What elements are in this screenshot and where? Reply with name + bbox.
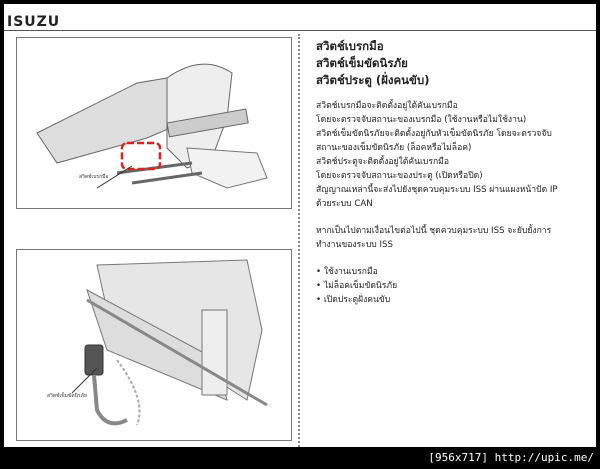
isuzu-logo: ISUZU bbox=[7, 14, 61, 30]
conditions-list: ใช้งานเบรกมือ ไม่ล็อคเข็มขัดนิรภัย เปิดป… bbox=[316, 265, 596, 307]
highlight-box bbox=[120, 141, 162, 171]
list-item: เปิดประตูฝั่งคนขับ bbox=[316, 293, 596, 307]
text-line: สัญญาณเหล่านี้จะส่งไปยังชุดควบคุมระบบ IS… bbox=[316, 185, 558, 195]
section-title: สวิตช์เบรกมือ สวิตช์เข็มขัดนิรภัย สวิตช์… bbox=[316, 38, 596, 89]
text-line: โดยจะตรวจจับสถานะของเบรกมือ (ใช้งานหรือไ… bbox=[316, 115, 527, 125]
description: สวิตช์เบรกมือจะติดตั้งอยู่ใต้คันเบรกมือ … bbox=[316, 99, 596, 307]
dotted-divider bbox=[298, 34, 300, 447]
conditions-intro: หากเป็นไปตามเงื่อนไขต่อไปนี้ ชุดควบคุมระ… bbox=[316, 224, 596, 252]
text-line: สวิตช์เข็มขัดนิรภัยจะติดตั้งอยู่กับหัวเข… bbox=[316, 129, 552, 139]
document-page: ISUZU สวิตช์เบรกมือ สวิตช์เข็มขัดนิรภัย bbox=[4, 4, 596, 447]
watermark: [956x717] http://upic.me/ bbox=[428, 451, 594, 464]
content-column: สวิตช์เบรกมือ สวิตช์เข็มขัดนิรภัย สวิตช์… bbox=[316, 38, 596, 307]
text-line: โดยจะตรวจจับสถานะของประตู (เปิดหรือปิด) bbox=[316, 171, 483, 181]
list-item: ใช้งานเบรกมือ bbox=[316, 265, 596, 279]
text-line: สวิตช์เบรกมือจะติดตั้งอยู่ใต้คันเบรกมือ bbox=[316, 101, 458, 111]
header-rule bbox=[4, 30, 596, 31]
text-line: สวิตช์ประตูจะติดตั้งอยู่ใต้คันเบรกมือ bbox=[316, 157, 449, 167]
parking-brake-figure: สวิตช์เบรกมือ bbox=[16, 37, 292, 209]
text-line: ด้วยระบบ CAN bbox=[316, 199, 373, 209]
title-line: สวิตช์เข็มขัดนิรภัย bbox=[316, 56, 408, 70]
seat-belt-figure: สวิตช์เข็มขัดนิรภัย bbox=[16, 249, 292, 441]
seat-belt-buckle-illustration bbox=[71, 259, 268, 426]
text-line: ทำงานของระบบ ISS bbox=[316, 240, 393, 250]
title-line: สวิตช์ประตู (ฝั่งคนขับ) bbox=[316, 73, 430, 87]
parking-brake-lever-illustration bbox=[36, 63, 268, 189]
text-line: สถานะของเข็มขัดนิรภัย (ล็อคหรือไม่ล็อค) bbox=[316, 143, 472, 153]
title-line: สวิตช์เบรกมือ bbox=[316, 39, 384, 53]
list-item: ไม่ล็อคเข็มขัดนิรภัย bbox=[316, 279, 596, 293]
figure-caption: สวิตช์เข็มขัดนิรภัย bbox=[47, 393, 87, 399]
text-line: หากเป็นไปตามเงื่อนไขต่อไปนี้ ชุดควบคุมระ… bbox=[316, 226, 552, 236]
figure-caption: สวิตช์เบรกมือ bbox=[79, 174, 109, 180]
